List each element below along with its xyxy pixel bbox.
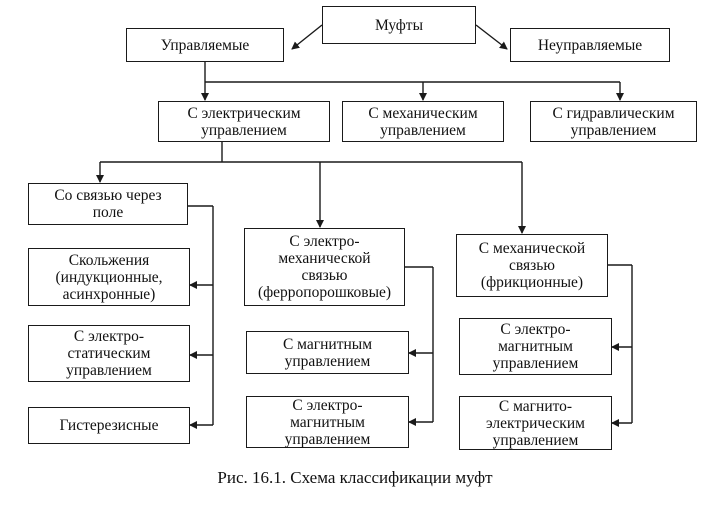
electromech-coupling-node: С электро- механической связью (ферропор… <box>244 228 405 306</box>
electromagnetic-control-node-1: С электро- магнитным управлением <box>246 396 409 448</box>
electromagnetic-control-node-2: С электро- магнитным управлением <box>459 318 612 375</box>
slip-coupling-node: Скольжения (индукционные, асинхронные) <box>28 248 190 306</box>
magnetoelectric-control-node: С магнито- электрическим управлением <box>459 396 612 450</box>
electrostatic-coupling-node: С электро- статическим управлением <box>28 325 190 382</box>
electric-control-node: С электрическим управлением <box>158 101 330 142</box>
hydraulic-control-node: С гидравлическим управлением <box>530 101 697 142</box>
uncontrolled-node: Неуправляемые <box>510 28 670 62</box>
figure-caption: Рис. 16.1. Схема классификации муфт <box>217 468 493 487</box>
hysteresis-coupling-node: Гистерезисные <box>28 407 190 444</box>
field-coupling-node: Со связью через поле <box>28 183 188 225</box>
root-node: Муфты <box>322 6 476 44</box>
magnetic-control-node: С магнитным управлением <box>246 331 409 374</box>
mech-coupling-node: С механической связью (фрикционные) <box>456 234 608 297</box>
mechanical-control-node: С механическим управлением <box>342 101 504 142</box>
controlled-node: Управляемые <box>126 28 284 62</box>
